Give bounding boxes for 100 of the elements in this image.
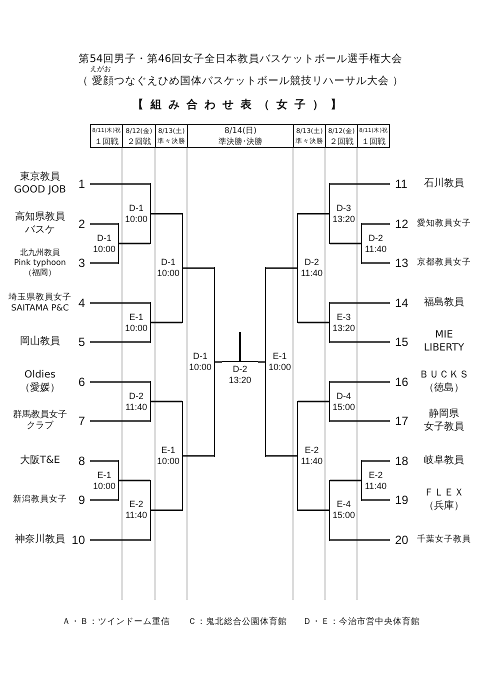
match-label: D-4 15:00 [331, 390, 356, 412]
venue-note: Ｄ・Ｅ：今治市営中央体育館 [303, 616, 420, 628]
round-label: ２回戦 [328, 136, 354, 147]
team-name: MIE LIBERTY [422, 330, 466, 354]
team-name: 岡山教員 [20, 336, 60, 348]
team-name: ＢＵＣＫＳ（徳島） [419, 370, 469, 394]
match-bracket [297, 213, 326, 324]
bracket-line [362, 499, 390, 501]
bracket-line [150, 322, 182, 324]
bracket-line [330, 381, 390, 383]
seed-number: 16 [395, 375, 408, 389]
bracket-line [298, 322, 330, 324]
seed-number: 18 [395, 454, 408, 468]
match-bracket [329, 381, 358, 422]
seed-number: 20 [395, 533, 408, 547]
seed-number: 7 [78, 414, 85, 428]
bracket-line [330, 341, 390, 343]
bracket-line [330, 302, 390, 304]
bracket-line [330, 183, 390, 185]
match-label: E-2 11:40 [300, 445, 324, 467]
team-name: 愛知教員女子 [417, 218, 471, 230]
bracket-line [90, 539, 150, 541]
team-name: 神奈川教員 [15, 534, 65, 546]
team-name: 新潟教員女子 [13, 494, 67, 506]
title: 第54回男子・第46回女子全日本教員バスケットボール選手権大会 [78, 52, 404, 66]
team-name: ＦＬＥＸ（兵庫） [424, 488, 464, 512]
bracket-line [150, 510, 182, 511]
bracket-line [90, 183, 150, 185]
match-label: D-1 10:00 [188, 351, 213, 373]
match-label: D-1 10:00 [92, 232, 117, 254]
round-label: １回戦 [94, 136, 120, 147]
seed-number: 3 [78, 256, 85, 270]
team-name: 福島教員 [424, 296, 464, 310]
bracket-line [90, 460, 118, 462]
match-bracket [361, 460, 390, 501]
bracket-line [90, 223, 118, 225]
team-name: 東京教員 GOOD JOB [12, 172, 68, 196]
bracket-line [150, 213, 182, 214]
bracket-line [90, 499, 118, 501]
team-name: 埼玉県教員女子 SAITAMA P&C [8, 292, 72, 314]
bracket-line [362, 223, 390, 225]
seed-number: 1 [78, 177, 85, 191]
match-bracket [265, 267, 294, 457]
match-label: D-2 13:20 [228, 364, 252, 386]
bracket-line [118, 480, 150, 482]
match-label: E-1 10:00 [156, 445, 181, 467]
match-label: D-2 11:40 [300, 257, 324, 279]
bracket-line [118, 242, 150, 244]
match-label: E-2 11:40 [364, 470, 388, 492]
match-label: E-3 13:20 [331, 312, 356, 334]
match-bracket [297, 400, 326, 511]
match-label: D-2 11:40 [364, 232, 388, 254]
team-name: 京都教員女子 [417, 258, 471, 268]
seed-number: 12 [395, 217, 408, 231]
bracket-line [182, 455, 214, 457]
bracket-line [362, 262, 390, 264]
team-name: 静岡県女子教員 [424, 408, 464, 434]
round-label: ２回戦 [126, 136, 152, 147]
match-bracket [122, 183, 151, 244]
match-bracket [186, 267, 215, 457]
seed-number: 2 [78, 217, 85, 231]
seed-number: 9 [78, 493, 85, 507]
seed-number: 19 [395, 493, 408, 507]
match-bracket [361, 223, 390, 264]
bracket-line [330, 420, 390, 422]
bracket-line [330, 242, 362, 244]
match-bracket [122, 302, 151, 343]
bracket-line [90, 420, 150, 422]
bracket-line [298, 400, 330, 402]
date-label: 8/14(日) [223, 126, 258, 136]
bracket-line [266, 267, 298, 269]
bracket-line [266, 455, 298, 457]
bracket-line [90, 341, 150, 343]
bracket-line [182, 267, 214, 269]
bracket-line [90, 262, 118, 264]
seed-number: 6 [78, 375, 85, 389]
subtitle: （ 愛顔つなぐえひめ国体バスケットボール競技リハーサル大会 ） [76, 74, 404, 88]
match-label: E-1 10:00 [267, 351, 292, 373]
match-bracket [154, 400, 183, 511]
seed-number: 8 [78, 454, 85, 468]
seed-number: 5 [78, 335, 85, 349]
match-label: E-1 10:00 [124, 312, 149, 334]
bracket-line [90, 302, 150, 304]
seed-number: 17 [395, 414, 408, 428]
team-name: 北九州教員 Pink typhoon （福岡） [13, 248, 67, 278]
bracket-line [214, 361, 222, 363]
venue-note: Ａ・Ｂ：ツインドーム重信 [62, 616, 170, 628]
match-bracket [329, 480, 358, 541]
seed-number: 13 [395, 256, 408, 270]
bracket-line [258, 361, 266, 363]
bracket-line [90, 381, 150, 383]
heading: 【組み合わせ表（女子）】 [132, 97, 350, 112]
match-label: D-1 10:00 [124, 202, 149, 225]
team-name: 高知県教員バスケ [14, 212, 66, 236]
match-label: E-4 15:00 [331, 499, 356, 522]
team-name: 千葉女子教員 [417, 534, 471, 546]
bracket-line [298, 510, 330, 511]
round-label: 準決勝･決勝 [218, 136, 264, 147]
match-bracket [90, 223, 119, 264]
seed-number: 10 [72, 533, 85, 547]
